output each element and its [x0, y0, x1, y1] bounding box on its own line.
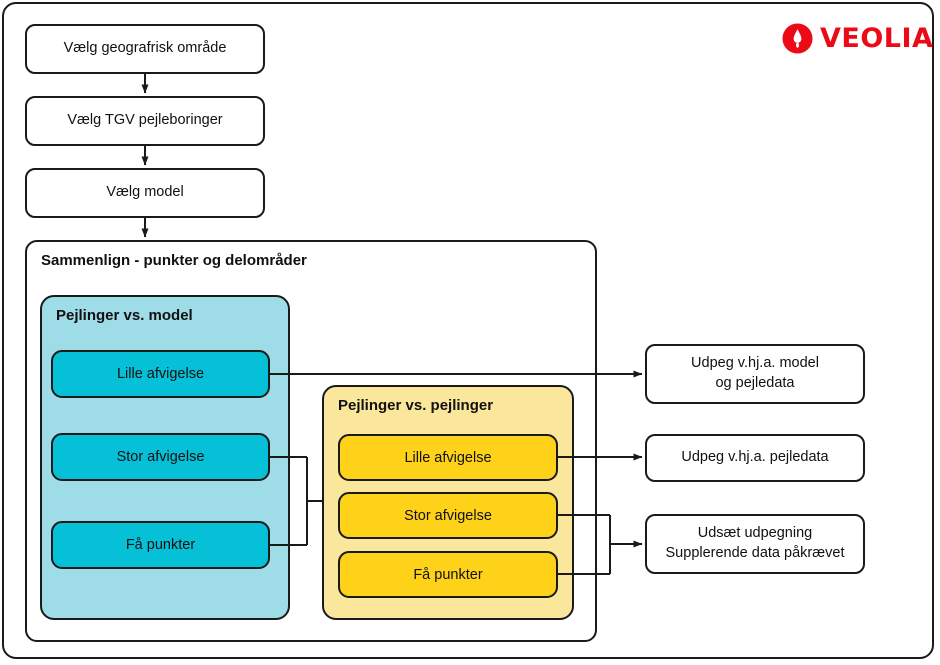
veolia-logo: VEOLIA [782, 20, 933, 56]
group-sammenlign-title: Sammenlign - punkter og delområder [41, 252, 307, 269]
step-vaelg-geografrisk-omraade[interactable]: Vælg geografrisk område [25, 24, 265, 74]
outcome-line-2: og pejledata [715, 375, 795, 391]
outcome-line-1: Udpeg v.hj.a. model [691, 355, 819, 372]
outcome-line-2: Supplerende data påkrævet [665, 545, 845, 561]
outcome-udpeg-pejledata[interactable]: Udpeg v.hj.a. pejledata [645, 434, 865, 482]
box-yellow-lille-afvigelse[interactable]: Lille afvigelse [338, 434, 558, 481]
group-pejlinger-vs-pejlinger-title: Pejlinger vs. pejlinger [338, 397, 494, 414]
step-label: Vælg model [106, 184, 184, 201]
box-yellow-faa-punkter[interactable]: Få punkter [338, 551, 558, 598]
box-blue-faa-punkter[interactable]: Få punkter [51, 521, 270, 569]
box-label: Stor afvigelse [404, 507, 492, 524]
group-pejlinger-vs-model-title: Pejlinger vs. model [56, 307, 193, 324]
box-label: Få punkter [413, 566, 483, 583]
veolia-droplet-icon [782, 22, 813, 54]
step-label: Vælg geografrisk område [63, 40, 227, 57]
step-vaelg-tgv-pejleboringer[interactable]: Vælg TGV pejleboringer [25, 96, 265, 146]
box-label: Få punkter [125, 537, 196, 553]
step-label: Vælg TGV pejleboringer [67, 112, 223, 129]
outcome-line-1: Udpeg v.hj.a. pejledata [681, 449, 829, 466]
outcome-line-1: Udsæt udpegning [697, 525, 813, 542]
brand-name: VEOLIA [820, 22, 934, 54]
box-label: Stor afvigelse [116, 449, 205, 465]
box-label: Lille afvigelse [404, 449, 492, 466]
box-blue-lille-afvigelse[interactable]: Lille afvigelse [51, 350, 270, 398]
outcome-udsaet-udpegning[interactable]: Udsæt udpegning Supplerende data påkræve… [645, 514, 865, 574]
page-frame [2, 2, 934, 659]
box-blue-stor-afvigelse[interactable]: Stor afvigelse [51, 433, 270, 481]
box-label: Lille afvigelse [116, 366, 205, 382]
outcome-udpeg-model-og-pejledata[interactable]: Udpeg v.hj.a. model og pejledata [645, 344, 865, 404]
box-yellow-stor-afvigelse[interactable]: Stor afvigelse [338, 492, 558, 539]
step-vaelg-model[interactable]: Vælg model [25, 168, 265, 218]
